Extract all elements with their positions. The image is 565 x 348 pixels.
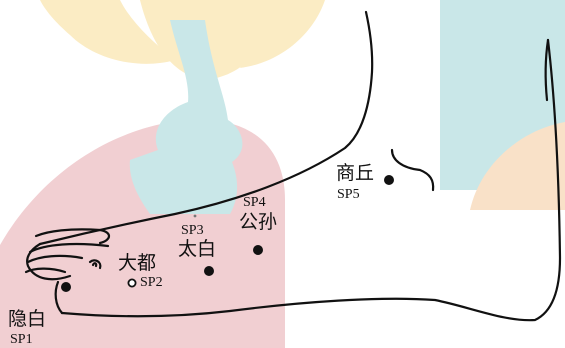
point-sp1-code: SP1 [10,333,33,347]
point-sp5-code: SP5 [337,188,360,202]
point-sp4-name: 公孙 [239,213,277,232]
point-sp5-marker [384,175,394,185]
point-sp2-code: SP2 [140,276,163,290]
faint-dot [194,215,197,218]
point-sp3-code: SP3 [181,224,204,238]
ankle-curve [392,150,433,190]
point-sp5-name: 商丘 [336,164,374,183]
point-sp4-marker [253,245,263,255]
point-sp2-marker [128,279,135,286]
point-sp4-code: SP4 [243,196,266,210]
point-sp2-name: 大都 [118,254,156,273]
point-sp3-name: 太白 [178,240,216,259]
point-sp1-marker [61,282,71,292]
point-sp3-marker [204,266,214,276]
point-sp1-name: 隐白 [8,310,46,329]
